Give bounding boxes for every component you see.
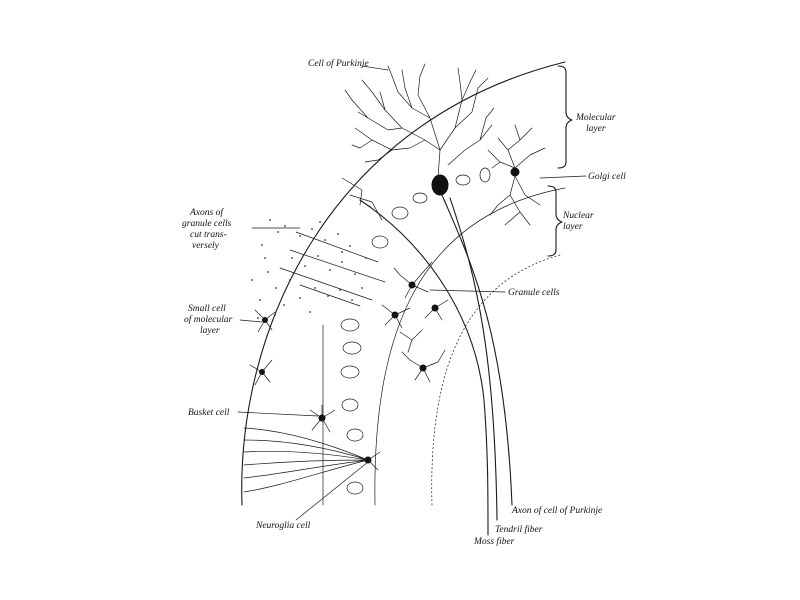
label-axons-1: Axons of bbox=[189, 207, 224, 218]
label-nuclear-1: Nuclear bbox=[562, 211, 594, 221]
leader-lines bbox=[237, 65, 587, 521]
leader-purkinje bbox=[361, 65, 389, 71]
molecular-layer-bracket bbox=[557, 65, 573, 169]
label-axons-3: cut trans- bbox=[190, 230, 227, 240]
leader-small bbox=[239, 319, 263, 323]
label-moss: Moss fiber bbox=[473, 536, 515, 547]
basket-cell bbox=[309, 404, 336, 433]
molecular-small-cells bbox=[249, 309, 276, 386]
label-small-2: of molecular bbox=[184, 314, 233, 325]
purkinje-cell bbox=[344, 63, 513, 506]
leader-neuroglia bbox=[295, 461, 369, 521]
leader-basket bbox=[237, 411, 319, 417]
granule-axon-field bbox=[251, 219, 386, 319]
label-small-1: Small cell bbox=[188, 304, 226, 314]
nuclear-layer-bracket bbox=[547, 185, 563, 257]
purkinje-soma bbox=[431, 174, 449, 196]
label-axons-4: versely bbox=[192, 241, 220, 251]
label-golgi: Golgi cell bbox=[588, 172, 626, 182]
white-matter-border bbox=[431, 254, 561, 506]
label-axons-2: granule cells bbox=[182, 219, 232, 229]
column-cells bbox=[340, 167, 491, 495]
purkinje-axon bbox=[441, 194, 513, 506]
label-tendril: Tendril fiber bbox=[495, 524, 543, 535]
neuroglia-cell bbox=[243, 427, 381, 493]
molecular-nuclear-border bbox=[374, 187, 566, 506]
golgi-cell bbox=[487, 124, 546, 226]
labels: Cell of Purkinje Molecular layer Golgi c… bbox=[182, 58, 626, 547]
label-basket: Basket cell bbox=[188, 408, 230, 418]
leader-granule bbox=[429, 289, 506, 293]
label-molecular-2: layer bbox=[586, 124, 606, 134]
granule-cells bbox=[381, 261, 449, 383]
label-granule: Granule cells bbox=[508, 288, 560, 298]
layer-boundaries bbox=[241, 61, 566, 506]
label-purkinje: Cell of Purkinje bbox=[308, 58, 369, 69]
label-axon-purkinje: Axon of cell of Purkinje bbox=[511, 505, 602, 516]
brackets bbox=[547, 65, 573, 257]
moss-fiber bbox=[359, 199, 489, 536]
outer-surface-line bbox=[241, 61, 566, 506]
tendril-fiber bbox=[449, 197, 498, 521]
label-nuclear-2: layer bbox=[563, 222, 583, 232]
afferent-fibers bbox=[341, 177, 498, 536]
label-small-3: layer bbox=[200, 326, 220, 336]
label-molecular-1: Molecular bbox=[575, 113, 616, 123]
label-neuroglia: Neuroglia cell bbox=[255, 521, 311, 531]
leader-golgi bbox=[539, 175, 587, 179]
